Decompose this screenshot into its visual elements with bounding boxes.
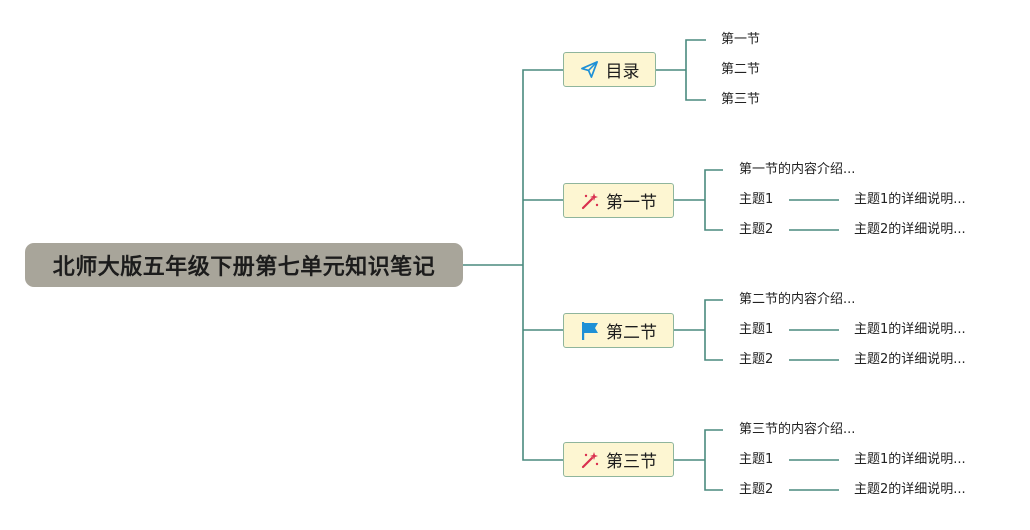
topic-detail[interactable]: 主题2的详细说明...	[854, 482, 966, 497]
topic-detail[interactable]: 主题2的详细说明...	[854, 222, 966, 237]
toc-item-1[interactable]: 第一节	[721, 32, 761, 47]
topic-label[interactable]: 主题1	[739, 452, 774, 467]
topic-label[interactable]: 主题1	[739, 192, 774, 207]
topic-label[interactable]: 主题1	[739, 322, 774, 337]
magic-wand-icon	[580, 450, 600, 470]
branch-label: 目录	[605, 62, 640, 82]
topic-detail[interactable]: 主题1的详细说明...	[854, 452, 966, 467]
branch-label: 第一节	[606, 193, 657, 213]
root-node[interactable]: 北师大版五年级下册第七单元知识笔记	[25, 243, 463, 287]
topic-label[interactable]: 主题2	[739, 482, 774, 497]
root-title: 北师大版五年级下册第七单元知识笔记	[52, 255, 436, 280]
toc-item-2[interactable]: 第二节	[721, 62, 761, 77]
branch-label: 第三节	[606, 452, 657, 472]
branch-section-2[interactable]: 第二节	[563, 313, 674, 348]
branch-label: 第二节	[606, 323, 657, 343]
branch-toc[interactable]: 目录	[563, 52, 656, 87]
section-intro[interactable]: 第二节的内容介绍...	[739, 292, 856, 307]
paper-plane-icon	[580, 60, 600, 80]
section-intro[interactable]: 第一节的内容介绍...	[739, 162, 856, 177]
flag-icon	[580, 321, 600, 341]
toc-item-3[interactable]: 第三节	[721, 92, 761, 107]
topic-label[interactable]: 主题2	[739, 222, 774, 237]
branch-section-1[interactable]: 第一节	[563, 183, 674, 218]
topic-detail[interactable]: 主题1的详细说明...	[854, 322, 966, 337]
branch-section-3[interactable]: 第三节	[563, 442, 674, 477]
magic-wand-icon	[580, 191, 600, 211]
topic-label[interactable]: 主题2	[739, 352, 774, 367]
topic-detail[interactable]: 主题1的详细说明...	[854, 192, 966, 207]
section-intro[interactable]: 第三节的内容介绍...	[739, 422, 856, 437]
topic-detail[interactable]: 主题2的详细说明...	[854, 352, 966, 367]
